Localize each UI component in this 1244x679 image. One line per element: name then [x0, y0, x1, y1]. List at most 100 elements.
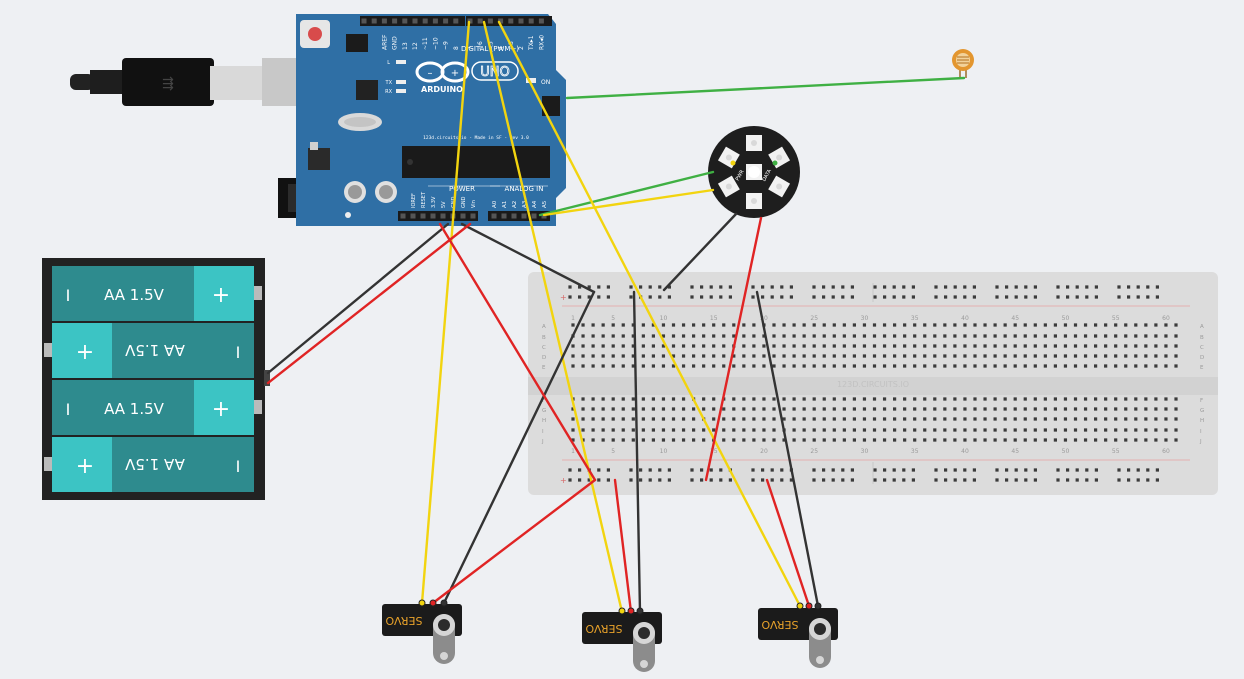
wire-red-servo1[interactable] — [431, 478, 597, 605]
wire-red-bb-rail[interactable] — [438, 222, 597, 482]
column-number: 35 — [911, 315, 919, 322]
column-number: 1 — [571, 448, 575, 455]
neopixel-data-label: DATA — [761, 168, 773, 183]
header-pin[interactable] — [443, 18, 449, 24]
header-pin[interactable] — [422, 18, 428, 24]
column-number: 15 — [710, 315, 718, 322]
usb-chip — [356, 80, 378, 100]
wire-yellow-servo2[interactable] — [482, 20, 624, 614]
svg-text:+: + — [451, 68, 459, 79]
header-pin[interactable] — [402, 18, 408, 24]
icsp2-header — [542, 96, 560, 116]
header-pin[interactable] — [440, 213, 446, 219]
wire-black-servo2[interactable] — [632, 290, 642, 614]
digital-pin-label: ~5 — [487, 41, 494, 50]
header-pin[interactable] — [470, 213, 476, 219]
header-pin[interactable] — [460, 213, 466, 219]
atmega-chip — [402, 146, 550, 178]
column-number: 10 — [660, 448, 668, 455]
header-pin[interactable] — [410, 213, 416, 219]
header-pin[interactable] — [491, 213, 497, 219]
header-pin[interactable] — [432, 18, 438, 24]
icsp-header — [346, 34, 368, 52]
aa-battery-cell: +IAA 1.5V — [44, 323, 254, 378]
wire-red-servo2[interactable] — [613, 478, 633, 614]
servo-motor[interactable]: SERVO — [382, 604, 462, 664]
battery-minus-symbol: I — [236, 457, 241, 476]
analog-pin-label: A4 — [532, 200, 538, 208]
wire-green-photoresistor[interactable] — [565, 76, 966, 100]
header-pin[interactable] — [477, 18, 483, 24]
board-credit-text: 123d.circuits.io - Made in SF - Rev 3.0 — [423, 135, 529, 141]
servo-motor[interactable]: SERVO — [758, 608, 838, 668]
header-pin[interactable] — [361, 18, 367, 24]
column-number: 25 — [810, 448, 818, 455]
wire-black-servo1[interactable] — [442, 290, 596, 605]
photoresistor[interactable] — [952, 49, 974, 78]
battery-minus-symbol: I — [236, 343, 241, 362]
wire-red-neopixel[interactable] — [704, 216, 763, 482]
wire-black-neopixel[interactable] — [662, 212, 738, 292]
header-pin[interactable] — [420, 213, 426, 219]
header-pin[interactable] — [528, 18, 534, 24]
header-pin[interactable] — [498, 18, 504, 24]
battery-plus-symbol: + — [76, 454, 94, 479]
header-pin[interactable] — [392, 18, 398, 24]
digital-pin-label: TX▸1 — [528, 35, 535, 51]
header-pin[interactable] — [508, 18, 514, 24]
usb-icon: ⇶ — [162, 76, 174, 92]
power-pin-label: 3.3V — [431, 196, 437, 208]
header-pin[interactable] — [501, 213, 507, 219]
usb-cable[interactable]: ⇶ — [70, 58, 332, 106]
wire-black-battery[interactable] — [266, 222, 450, 375]
digital-pin-label: 2 — [518, 46, 525, 50]
header-pin[interactable] — [400, 213, 406, 219]
wires[interactable] — [266, 20, 966, 614]
column-number: 45 — [1011, 315, 1019, 322]
wire-black-servo3[interactable] — [755, 290, 820, 608]
digital-pin-label: 12 — [412, 42, 419, 50]
header-pin[interactable] — [467, 18, 473, 24]
header-pin[interactable] — [521, 213, 527, 219]
column-number: 50 — [1062, 315, 1070, 322]
wire-yellow-neopixel[interactable] — [542, 188, 715, 217]
header-pin[interactable] — [518, 18, 524, 24]
wire-green-neopixel[interactable] — [538, 170, 715, 217]
wire-black-bb-rail[interactable] — [460, 222, 596, 294]
analog-pin-label: A1 — [502, 201, 508, 208]
header-pin[interactable] — [412, 18, 418, 24]
column-number: 10 — [660, 315, 668, 322]
header-pin[interactable] — [453, 18, 459, 24]
header-pin[interactable] — [381, 18, 387, 24]
wire-yellow-servo3[interactable] — [497, 20, 802, 608]
header-pin[interactable] — [538, 18, 544, 24]
digital-pin-label: 13 — [402, 42, 409, 50]
battery-cell-label: AA 1.5V — [104, 400, 165, 418]
analog-pin-label: A0 — [492, 200, 498, 208]
servo-label: SERVO — [385, 614, 422, 627]
breadboard-hole-grid[interactable] — [568, 285, 1178, 482]
header-pin[interactable] — [511, 213, 517, 219]
column-number: 60 — [1162, 448, 1170, 455]
header-pin[interactable] — [430, 213, 436, 219]
row-letter: E — [1200, 365, 1204, 371]
battery-cell-label: AA 1.5V — [124, 455, 185, 473]
wire-red-battery[interactable] — [266, 222, 472, 385]
wire-red-servo3[interactable] — [765, 478, 811, 608]
header-pin[interactable] — [371, 18, 377, 24]
header-pin[interactable] — [531, 213, 537, 219]
header-pin[interactable] — [487, 18, 493, 24]
wire-yellow-servo1[interactable] — [420, 20, 471, 605]
neopixel-jewel[interactable]: PWR DATA — [708, 126, 800, 218]
digital-pin-label: ~9 — [443, 41, 450, 50]
column-number: 55 — [1112, 448, 1120, 455]
servo-motor[interactable]: SERVO — [582, 612, 662, 672]
power-pin-label: Vin — [471, 200, 477, 208]
row-letter: D — [1200, 355, 1204, 361]
breadboard[interactable]: 123D.CIRCUITS.IO ++ 11551010151520202525… — [528, 272, 1218, 495]
aa-battery-cell: + I AA 1.5V — [44, 437, 254, 492]
row-letter: A — [1200, 324, 1204, 330]
